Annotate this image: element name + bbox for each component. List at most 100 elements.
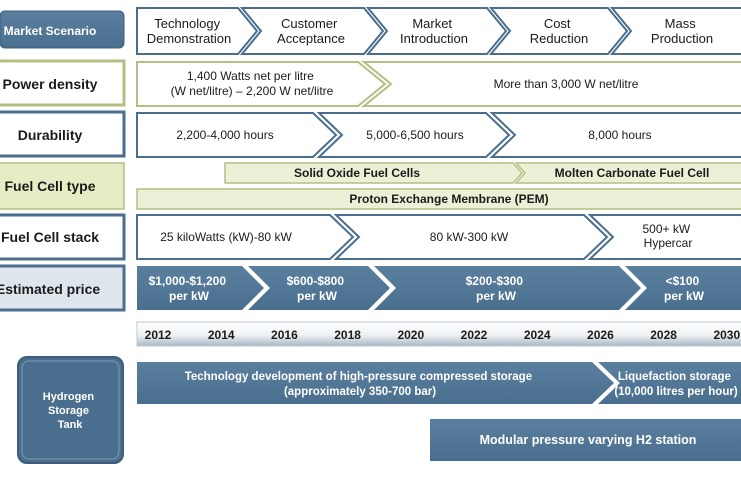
label-line: 1,400 Watts net per litre (187, 69, 314, 83)
row-label-text: Power density (3, 76, 98, 92)
segment-chevron (224, 162, 524, 184)
segment-label: Technology development of high-pressure … (185, 371, 536, 398)
label-line: (W net/litre) – 2,200 W net/litre (171, 84, 334, 98)
label-line: $1,000-$1,200 (149, 274, 227, 288)
year-label: 2014 (208, 328, 235, 342)
label-line: Hypercar (644, 236, 693, 250)
year-label: 2012 (145, 328, 172, 342)
stage-label: Mass Production (651, 16, 713, 46)
segment-label: 5,000-6,500 hours (366, 128, 463, 142)
segment-chevron (136, 214, 355, 260)
stage-chevron (488, 7, 629, 55)
label-line: Tank (58, 419, 84, 431)
year-axis-bar (136, 321, 741, 347)
segment-label: <$100 per kW (664, 274, 705, 303)
label-line: Market (412, 16, 452, 31)
segment-chevron (514, 162, 741, 184)
label-line: Production (651, 31, 713, 46)
year-label: 2016 (271, 328, 298, 342)
label-line: Demonstration (147, 31, 232, 46)
label-line: <$100 (665, 274, 699, 288)
label-line: Reduction (530, 31, 589, 46)
row-label-hydrogen-storage: Hydrogen Storage Tank (17, 356, 124, 464)
segment-label: More than 3,000 W net/litre (494, 77, 639, 91)
year-label: 2026 (587, 328, 614, 342)
segment-bar (430, 419, 741, 461)
year-label: 2028 (650, 328, 677, 342)
stage-chevron (239, 7, 385, 55)
stage-label: Cost Reduction (530, 16, 589, 46)
row-label-text: Durability (18, 127, 83, 143)
label-line: $600-$800 (287, 274, 345, 288)
stage-label: Customer Acceptance (277, 16, 345, 46)
stage-chevron (609, 7, 741, 55)
segment-label: $1,000-$1,200 per kW (149, 274, 230, 303)
year-label: 2020 (397, 328, 424, 342)
stage-label: Technology Demonstration (147, 16, 232, 46)
segment-chevron (374, 266, 641, 310)
segment-label: Liquefaction storage (10,000 litres per … (614, 371, 738, 398)
label-line: per kW (297, 289, 338, 303)
segment-chevron (598, 362, 741, 404)
segment-label: Molten Carbonate Fuel Cell (555, 166, 710, 180)
label-line: Introduction (400, 31, 468, 46)
segment-label: Modular pressure varying H2 station (480, 433, 697, 447)
pem-bar (136, 188, 741, 210)
estimated-price-row: $1,000-$1,200 per kW $600-$800 per kW $2… (137, 266, 741, 310)
segment-label: Proton Exchange Membrane (PEM) (349, 192, 548, 206)
row-label-text: Fuel Cell stack (1, 229, 99, 245)
segment-label: $200-$300 per kW (466, 274, 527, 303)
segment-chevron (136, 61, 387, 107)
row-label-power-density: Power density (0, 59, 126, 107)
segment-chevron (137, 362, 614, 404)
year-label: 2030 (713, 328, 740, 342)
segment-chevron (361, 61, 741, 107)
hydrogen-storage-row: Technology development of high-pressure … (137, 362, 741, 461)
stage-chevron (365, 7, 508, 55)
label-line: $200-$300 (466, 274, 524, 288)
label-line: Technology (154, 16, 220, 31)
segment-label: $600-$800 per kW (287, 274, 348, 303)
label-line: per kW (664, 289, 705, 303)
segment-chevron (587, 214, 741, 260)
segment-chevron (316, 112, 511, 158)
label-line: Technology development of high-pressure … (185, 371, 532, 383)
hydrogen-storage-label: Hydrogen Storage Tank (43, 391, 97, 431)
row-label-text: Estimated price (0, 281, 100, 297)
label-line: Storage (48, 405, 89, 417)
row-label-fuel-cell-stack: Fuel Cell stack (0, 213, 126, 261)
segment-chevron (489, 112, 741, 158)
label-line: (approximately 350-700 bar) (284, 386, 436, 398)
label-line: Hydrogen (43, 391, 95, 403)
year-label: 2022 (461, 328, 488, 342)
segment-label: 8,000 hours (588, 128, 651, 142)
market-scenario-row: Technology Demonstration Customer Accept… (136, 7, 741, 55)
label-line: Mass (665, 16, 697, 31)
row-label-durability: Durability (0, 110, 126, 158)
label-line: per kW (476, 289, 517, 303)
label-line: Acceptance (277, 31, 345, 46)
segment-label: 80 kW-300 kW (430, 230, 509, 244)
segment-label: 25 kiloWatts (kW)-80 kW (160, 230, 292, 244)
segment-chevron (333, 214, 609, 260)
year-label: 2018 (334, 328, 361, 342)
label-line: (10,000 litres per hour) (614, 386, 738, 398)
row-label-text: Fuel Cell type (4, 178, 95, 194)
segment-label: Solid Oxide Fuel Cells (294, 166, 420, 180)
stage-label: Market Introduction (400, 16, 468, 46)
label-line: Customer (281, 16, 338, 31)
row-label-fuel-cell-type: Fuel Cell type (0, 162, 125, 210)
durability-row: 2,200-4,000 hours 5,000-6,500 hours 8,00… (136, 112, 741, 158)
segment-chevron (625, 266, 741, 310)
label-line: 500+ kW (642, 222, 690, 236)
label-line: per kW (169, 289, 210, 303)
fuel-cell-stack-row: 25 kiloWatts (kW)-80 kW 80 kW-300 kW 500… (136, 214, 741, 260)
segment-chevron (137, 266, 264, 310)
power-density-row: 1,400 Watts net per litre (W net/litre) … (136, 61, 741, 107)
segment-chevron (248, 266, 390, 310)
segment-label: 2,200-4,000 hours (176, 128, 273, 142)
label-line: Liquefaction storage (618, 371, 731, 383)
